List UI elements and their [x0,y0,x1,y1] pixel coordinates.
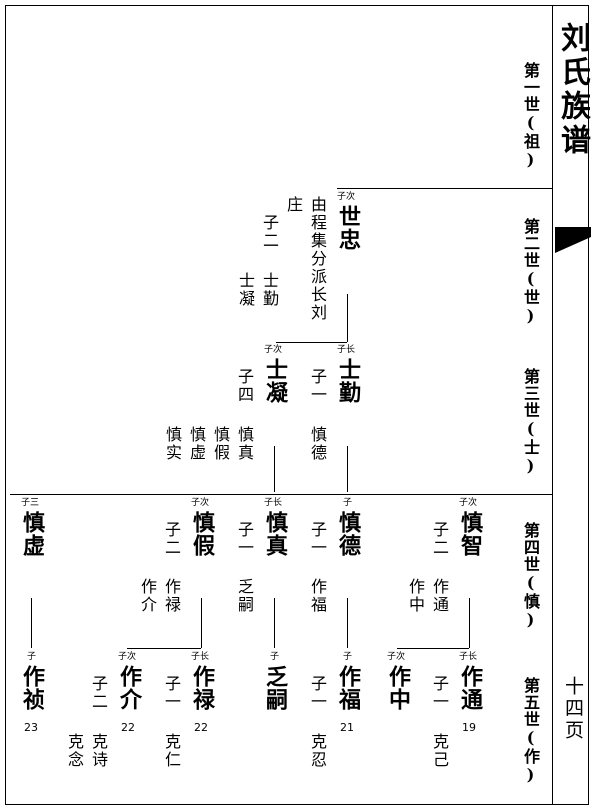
page-reference: 22 [194,721,208,734]
sons-count: 子二 [89,675,108,711]
sons-count: 子一 [308,521,327,557]
son-name: 慎实 [163,426,182,462]
page-reference: 23 [24,721,38,734]
generation-label-5: 第五世(作) [521,677,540,785]
person-position-label: 子次 [118,652,137,662]
son-name: 克己 [430,733,449,769]
gen4-line [10,494,552,495]
son-name: 作禄 [162,578,181,614]
shenxu-down-line [31,598,32,648]
sons-count: 子二 [162,521,181,557]
person-name: 慎虚 [19,511,45,557]
person-name: 作介 [116,665,142,711]
person-name: 慎德 [335,511,361,557]
person-position-label: 子长 [337,345,356,355]
person-name: 作祯 [19,665,45,711]
person-position-label: 子 [270,652,280,662]
sons-count: 子四 [235,368,254,404]
son-name: 慎假 [211,426,230,462]
shizhong-down-line [347,294,348,342]
generation-label-2: 第二世(世) [521,218,540,326]
generation-label-1: 第一世(祖) [521,62,540,170]
sons-count: 子一 [308,368,327,404]
son-name: 慎德 [308,426,327,462]
son-name: 克仁 [162,733,181,769]
person-name: 作禄 [189,665,215,711]
shining-down-line [274,446,275,492]
sons-count: 子一 [235,521,254,557]
generation-label-4: 第四世(慎) [521,522,540,630]
person-name: 慎智 [457,511,483,557]
person-name: 慎假 [189,511,215,557]
son-name: 作介 [138,578,157,614]
person-position-label: 子 [343,652,353,662]
person-position-label: 子长 [191,652,210,662]
person-name: 士勤 [335,358,361,404]
son-name: 作福 [308,578,327,614]
shiqin-down-line [347,446,348,492]
person-note: 由程集分派长刘 [308,196,327,322]
generation-label-3: 第三世(士) [521,368,540,476]
shende-down-line [347,598,348,648]
son-name: 克诗 [89,733,108,769]
shenjia-sons-line [127,648,201,649]
person-name: 乏嗣 [262,665,288,711]
person-name: 作通 [457,665,483,711]
person-position-label: 子 [343,498,353,508]
shenzhi-sons-line [397,648,469,649]
person-position-label: 子次 [459,498,478,508]
person-note: 庄 [284,196,303,214]
page-number: 十四页 [562,676,584,742]
person-name: 作福 [335,665,361,711]
son-name: 士凝 [236,272,255,308]
person-position-label: 子次 [191,498,210,508]
shenzhen-down-line [274,598,275,648]
person-name: 世忠 [335,205,361,251]
sons-count: 子二 [260,214,279,250]
person-position-label: 子长 [459,652,478,662]
person-position-label: 子次 [337,192,356,202]
son-name: 士勤 [260,272,279,308]
book-title: 刘氏族谱 [555,22,590,158]
person-position-label: 子长 [264,498,283,508]
shenjia-down-line [201,598,202,648]
page-reference: 19 [462,721,476,734]
person-position-label: 子次 [387,652,406,662]
son-name: 作通 [430,578,449,614]
sons-count: 子一 [162,675,181,711]
person-position-label: 子次 [264,345,283,355]
son-name: 作中 [406,578,425,614]
son-name: 克念 [65,733,84,769]
son-name: 克忍 [308,733,327,769]
son-name: 慎虚 [187,426,206,462]
sons-count: 子一 [430,675,449,711]
person-position-label: 子 [27,652,37,662]
sons-count: 子二 [430,521,449,557]
section-marker-icon [555,227,591,253]
gen2-line [337,188,552,189]
sons-count: 子一 [308,675,327,711]
son-name: 乏嗣 [235,578,254,614]
person-name: 作中 [385,665,411,711]
page-reference: 22 [121,721,135,734]
shenzhi-down-line [469,598,470,648]
page-reference: 21 [340,721,354,734]
page-border [5,5,589,805]
person-position-label: 子三 [21,498,40,508]
son-name: 慎真 [235,426,254,462]
shizhong-sons-line [276,342,347,343]
person-name: 士凝 [262,358,288,404]
person-name: 慎真 [262,511,288,557]
right-margin-divider [552,5,553,805]
